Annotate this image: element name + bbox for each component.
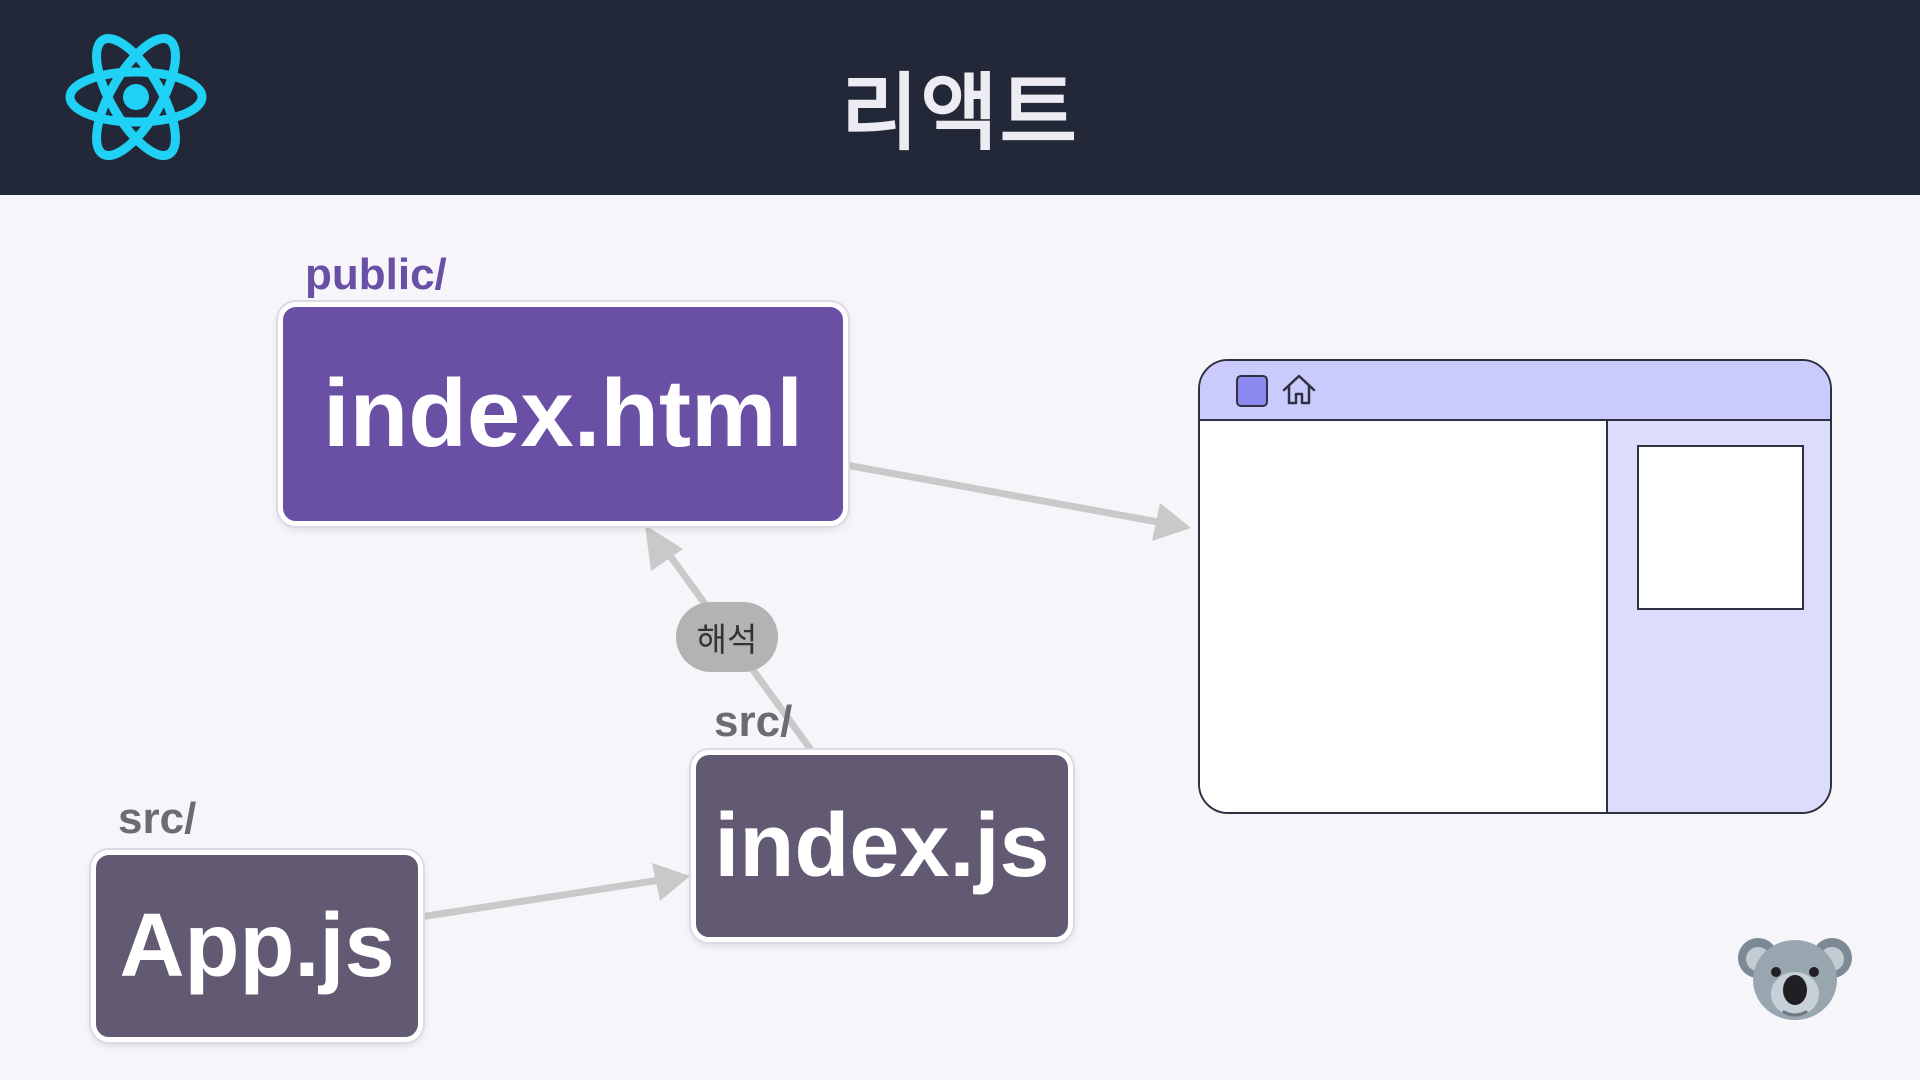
- browser-content-area: [1200, 421, 1606, 812]
- browser-toolbar: [1200, 361, 1830, 421]
- arrowhead-index-js: [652, 863, 690, 901]
- file-box-index-html: index.html: [278, 302, 848, 526]
- react-atom-icon: [65, 33, 207, 161]
- square-icon: [1236, 375, 1268, 407]
- folder-label-src-app: src/: [118, 794, 197, 843]
- browser-window: [1198, 359, 1832, 814]
- arrowhead-browser: [1152, 503, 1191, 541]
- home-icon: [1282, 374, 1316, 405]
- folder-label-public: public/: [305, 250, 447, 299]
- header-bar: 리액트: [0, 0, 1920, 195]
- file-box-index-js: index.js: [691, 750, 1073, 942]
- file-name-index-html: index.html: [322, 360, 804, 467]
- browser-sidebar: [1606, 421, 1830, 812]
- file-name-app-js: App.js: [119, 895, 395, 996]
- browser-widget-box: [1637, 445, 1804, 610]
- koala-icon: [1738, 938, 1852, 1020]
- parse-badge: 해석: [676, 602, 778, 672]
- arrowhead-index-html: [645, 525, 683, 571]
- page-title: 리액트: [841, 64, 1079, 162]
- file-name-index-js: index.js: [714, 795, 1050, 896]
- folder-label-src-index: src/: [714, 697, 793, 746]
- file-box-app-js: App.js: [91, 850, 423, 1042]
- arrow-index-html-to-browser: [842, 461, 1162, 526]
- arrow-app-js-to-index-js: [416, 876, 664, 921]
